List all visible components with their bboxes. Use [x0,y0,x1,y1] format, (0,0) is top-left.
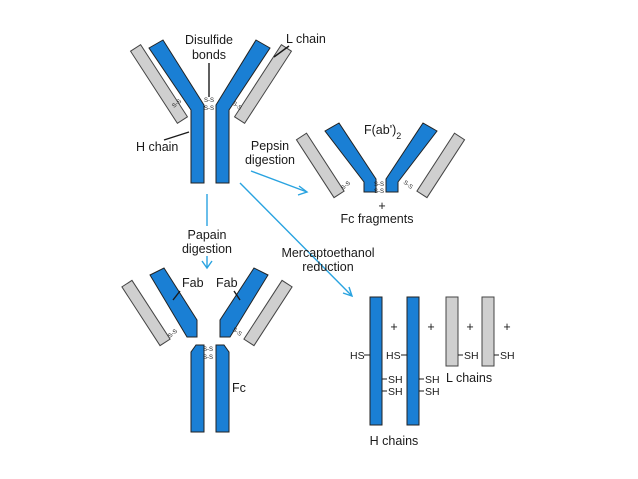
papain-digestion-label-line1: Papain [188,228,227,242]
separated-heavy-chain-2 [406,296,420,426]
fab2-fragment: S-S S-S S-S S-S F(ab')2 + Fc fragments [295,122,466,226]
fab2-left-lh-disulfide: S-S [340,180,352,191]
disulfide-bonds-label-line1: Disulfide [185,33,233,47]
fab-right-heavy-chain [219,267,269,338]
fab2-hinge-disulfide-1: S-S [374,182,384,188]
plus-sign-3: + [466,320,473,334]
heavy-2-sh-label-2: SH [425,386,440,398]
fc-hinge-disulfide-2: S-S [203,355,213,361]
intact-hinge-disulfide-1: S-S [204,98,214,104]
fab-right-lh-disulfide: S-S [231,327,243,338]
h-chains-label: H chains [370,434,419,448]
fc-hinge-disulfide-1: S-S [203,347,213,353]
plus-sign-2: + [427,320,434,334]
separated-light-chain-2 [481,296,495,367]
fc-left-heavy-chain [190,344,205,433]
l-chains-label: L chains [446,371,492,385]
papain-arrowhead [201,260,213,270]
intact-hinge-disulfide-2: S-S [204,106,214,112]
plus-sign-4: + [503,320,510,334]
fc-fragments-label: Fc fragments [341,212,414,226]
fab2-right-heavy-chain [385,122,438,193]
mercaptoethanol-arrow [239,182,353,297]
mercaptoethanol-arrowhead [342,286,354,298]
fc-right-heavy-chain [215,344,230,433]
separated-heavy-chain-1 [369,296,383,426]
intact-left-light-chain [129,43,189,125]
fab-left-light-chain [121,279,171,347]
fab-left-heavy-chain [149,267,198,338]
reduction-products: + + + + HS HS SH SH SH SH SH SH L chains… [350,296,515,448]
heavy-1-sh-label-2: SH [388,386,403,398]
intact-right-lh-disulfide: S-S [231,101,243,112]
mercaptoethanol-label-line1: Mercaptoethanol [281,246,374,260]
plus-sign-1: + [390,320,397,334]
fab2-left-heavy-chain [324,122,377,193]
disulfide-bonds-label-line2: bonds [192,48,226,62]
l-chain-label: L chain [286,32,326,46]
fab-right-light-chain [243,279,293,347]
fab-right-leader [233,290,241,301]
light-1-sh-label: SH [464,350,479,362]
papain-products: S-S S-S S-S S-S Fab Fab Fc [121,267,293,433]
fab2-label: F(ab')2 [364,123,401,141]
pepsin-arrowhead [297,185,309,196]
fab-left-lh-disulfide: S-S [167,328,179,339]
intact-right-heavy-chain [215,39,271,184]
fab-right-label: Fab [216,276,238,290]
intact-left-heavy-chain [148,39,205,184]
fab-left-label: Fab [182,276,204,290]
fab2-right-light-chain [416,132,466,199]
heavy-1-sh-label-1: SH [388,374,403,386]
separated-light-chain-1 [445,296,459,367]
light-2-sh-label: SH [500,350,515,362]
pepsin-digestion-label-line2: digestion [245,153,295,167]
fab2-hinge-disulfide-2: S-S [374,189,384,195]
heavy-2-hs-label: HS [386,350,401,362]
intact-antibody: S-S S-S S-S S-S Disulfide bonds L chain … [129,32,326,184]
fab2-left-light-chain [295,132,345,199]
pepsin-arrow [250,170,308,193]
l-chain-leader [273,45,290,58]
fab-left-leader [172,290,181,301]
h-chain-leader [163,131,190,141]
heavy-2-sh-label-1: SH [425,374,440,386]
heavy-1-hs-label: HS [350,350,365,362]
intact-left-lh-disulfide: S-S [171,98,183,109]
pepsin-digestion-label-line1: Pepsin [251,139,289,153]
mercaptoethanol-label-line2: reduction [302,260,353,274]
fab2-plus-sign: + [378,199,385,213]
fc-label: Fc [232,381,246,395]
papain-digestion-label-line2: digestion [182,242,232,256]
h-chain-label: H chain [136,140,178,154]
fab2-right-lh-disulfide: S-S [402,180,414,191]
